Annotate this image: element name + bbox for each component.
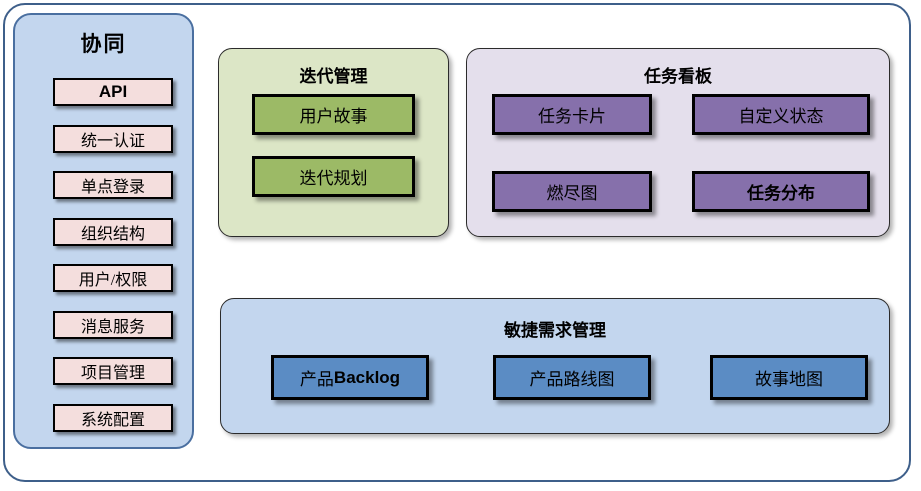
agile-box-story-map[interactable]: 故事地图 [710,355,868,400]
agile-panel-title: 敏捷需求管理 [504,321,606,340]
task-board-panel[interactable]: 任务看板 任务卡片 自定义状态 燃尽图 任务分布 [466,48,890,237]
agile-box-product-backlog-cn: 产品 [299,370,334,389]
sidebar-item-sso[interactable]: 单点登录 [53,171,173,199]
taskboard-box-burndown-chart[interactable]: 燃尽图 [492,171,652,212]
iteration-management-panel[interactable]: 迭代管理 用户故事 迭代规划 [218,48,449,237]
sidebar-item-system-config[interactable]: 系统配置 [53,404,173,432]
iteration-panel-title: 迭代管理 [299,67,368,86]
sidebar-item-org-structure[interactable]: 组织结构 [53,218,173,246]
outer-frame [3,3,911,482]
agile-box-product-backlog-en: Backlog [333,367,401,387]
sidebar-item-unified-auth[interactable]: 统一认证 [53,125,173,153]
sidebar-title: 协同 [80,33,127,56]
taskboard-box-task-card[interactable]: 任务卡片 [492,94,652,135]
iteration-box-iteration-planning[interactable]: 迭代规划 [252,156,415,197]
sidebar-item-api[interactable]: API [53,78,173,106]
taskboard-panel-title: 任务看板 [644,67,712,86]
taskboard-box-task-distribution[interactable]: 任务分布 [692,171,870,212]
iteration-box-user-story[interactable]: 用户故事 [252,94,415,135]
sidebar-item-user-permission[interactable]: 用户/权限 [53,264,173,292]
taskboard-box-custom-status[interactable]: 自定义状态 [692,94,870,135]
sidebar-panel-collaboration[interactable]: 协同 API 统一认证 单点登录 组织结构 用户/权限 消息服务 项目管理 系统… [13,13,194,449]
agile-box-product-roadmap[interactable]: 产品路线图 [493,355,651,400]
sidebar-item-project-mgmt[interactable]: 项目管理 [53,357,173,385]
sidebar-item-message-service[interactable]: 消息服务 [53,311,173,339]
